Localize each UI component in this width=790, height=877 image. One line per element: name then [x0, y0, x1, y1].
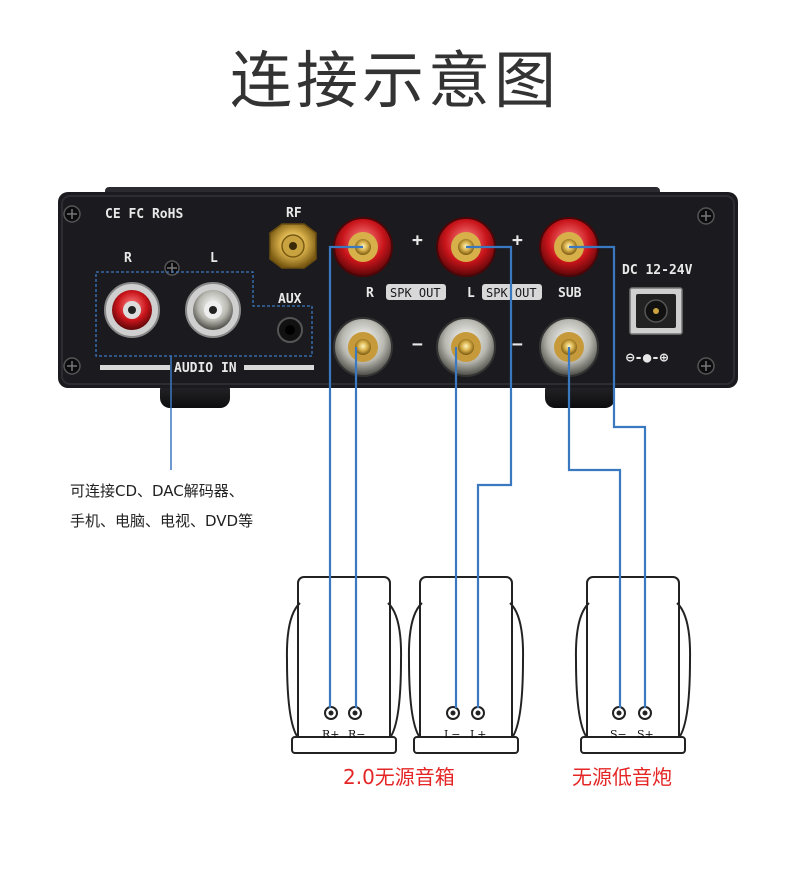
speaker-r-terminal-2: R− — [348, 728, 366, 741]
speaker-l-terminal-2: L+ — [470, 728, 487, 741]
page-title: 连接示意图 — [229, 44, 560, 117]
input-note-line2: 手机、电脑、电视、DVD等 — [70, 512, 254, 530]
spk-r-label: R — [366, 286, 374, 301]
aux-jack — [277, 317, 303, 343]
wire-sub-plus — [569, 245, 647, 708]
speaker-sub-terminal-1: S− — [610, 728, 627, 741]
certification-marks: CE FC RoHS — [105, 207, 183, 222]
audio-in-bracket — [95, 271, 313, 357]
wire-l-plus — [466, 245, 513, 708]
speaker-sub — [574, 576, 692, 754]
sub-label: SUB — [558, 286, 582, 301]
rca-l-label: L — [210, 251, 218, 266]
dc-power-jack — [629, 287, 683, 335]
spk-l-minus-post — [436, 317, 496, 377]
rca-jack-right — [104, 282, 160, 338]
spk-out-label-1: SPK OUT — [390, 286, 441, 300]
spk-l-label: L — [467, 286, 475, 301]
input-note-line1: 可连接CD、DAC解码器、 — [70, 482, 244, 500]
rca-r-label: R — [124, 251, 132, 266]
caption-stereo-speakers: 2.0无源音箱 — [343, 765, 455, 789]
audio-in-label: AUDIO IN — [174, 361, 237, 376]
rf-connector — [269, 223, 317, 269]
rf-label: RF — [286, 206, 302, 221]
wire-sub-minus — [567, 347, 622, 708]
speaker-sub-terminal-2: S+ — [637, 728, 654, 741]
speaker-l-terminal-1: L− — [444, 728, 461, 741]
dc-label: DC 12-24V — [622, 263, 693, 278]
spk-r-minus-post — [333, 317, 393, 377]
plus-sign-1: + — [412, 230, 423, 251]
minus-sign-2: − — [512, 334, 523, 355]
aux-label: AUX — [278, 292, 302, 307]
speaker-r — [285, 576, 403, 754]
caption-subwoofer: 无源低音炮 — [572, 765, 672, 789]
speaker-wires — [328, 245, 647, 708]
rca-jack-left — [185, 282, 241, 338]
dc-polarity-symbol: ⊖-●-⊕ — [626, 350, 669, 366]
speaker-r-terminal-1: R+ — [322, 728, 340, 741]
minus-sign-1: − — [412, 334, 423, 355]
speaker-l — [407, 576, 525, 754]
plus-sign-2: + — [512, 230, 523, 251]
wire-r-plus — [328, 245, 363, 708]
